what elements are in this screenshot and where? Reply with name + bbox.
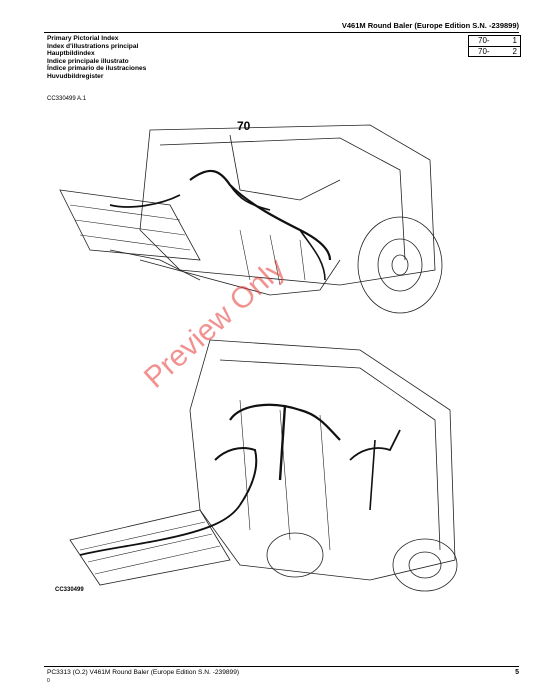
index-entry-page: 1 bbox=[512, 36, 517, 45]
index-titles: Primary Pictorial Index Index d'illustra… bbox=[47, 35, 146, 81]
index-title: Indice principale illustrato bbox=[47, 57, 129, 65]
illustration-code-ref: CC330499 A.1 bbox=[47, 96, 87, 102]
index-entry[interactable]: 70- 1 bbox=[469, 36, 520, 46]
footer-divider bbox=[44, 666, 519, 667]
lower-baler-drawing bbox=[69, 339, 458, 592]
upper-baler-drawing bbox=[59, 124, 443, 314]
index-title: Hauptbildindex bbox=[47, 50, 95, 58]
index-entry-ref: 70- bbox=[478, 46, 490, 56]
header-title: V461M Round Baler (Europe Edition S.N. -… bbox=[341, 21, 519, 30]
index-title: Index d'illustrations principal bbox=[47, 42, 139, 50]
footer-sub-code: 0 bbox=[47, 678, 50, 684]
figure-code: CC330499 bbox=[55, 587, 84, 593]
index-title: Índice primario de ilustraciones bbox=[47, 65, 147, 73]
index-entry-ref: 70- bbox=[478, 36, 490, 45]
index-entry-page: 2 bbox=[512, 46, 517, 56]
header-divider bbox=[44, 32, 519, 33]
index-reference-box: 70- 1 70- 2 bbox=[468, 35, 521, 57]
footer-doc-info: PC3313 (O.2) V461M Round Baler (Europe E… bbox=[47, 669, 240, 676]
index-title: Huvudbildregister bbox=[47, 72, 104, 80]
baler-illustration bbox=[59, 124, 458, 592]
figure-number: 70 bbox=[237, 119, 251, 133]
page-number: 5 bbox=[515, 669, 519, 676]
index-entry[interactable]: 70- 2 bbox=[469, 45, 520, 57]
index-title: Primary Pictorial Index bbox=[47, 35, 119, 42]
